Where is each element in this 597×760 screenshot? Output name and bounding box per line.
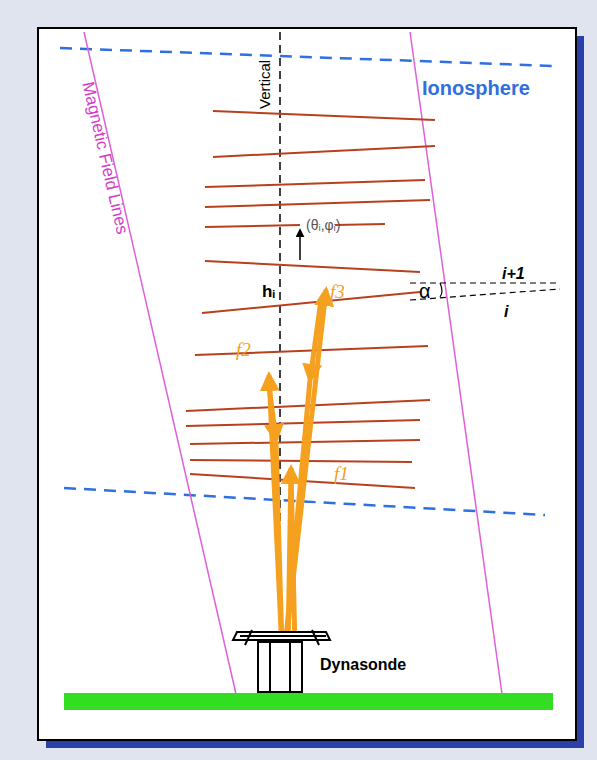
ionosphere-label: Ionosphere	[422, 78, 530, 98]
frame	[38, 28, 576, 740]
echo-rays	[268, 290, 326, 650]
frequency-label: f3	[330, 282, 345, 301]
alpha-guides	[410, 283, 560, 300]
normal-arrow	[299, 230, 301, 260]
field-line	[410, 32, 502, 694]
frequency-label: f1	[334, 464, 349, 483]
height-label: hᵢ	[262, 283, 275, 300]
ionosphere-top	[60, 48, 555, 66]
frequency-label: f2	[236, 340, 251, 359]
layer-index: i	[504, 304, 508, 320]
vertical-label: Vertical	[257, 60, 272, 109]
antenna-symbol	[233, 630, 330, 692]
layer-index: i+1	[502, 266, 525, 282]
ground	[64, 693, 553, 710]
station-label: Dynasonde	[320, 657, 406, 673]
alpha-label: α	[419, 281, 431, 301]
angle-label: (θᵢ,φᵢ)	[306, 218, 340, 232]
